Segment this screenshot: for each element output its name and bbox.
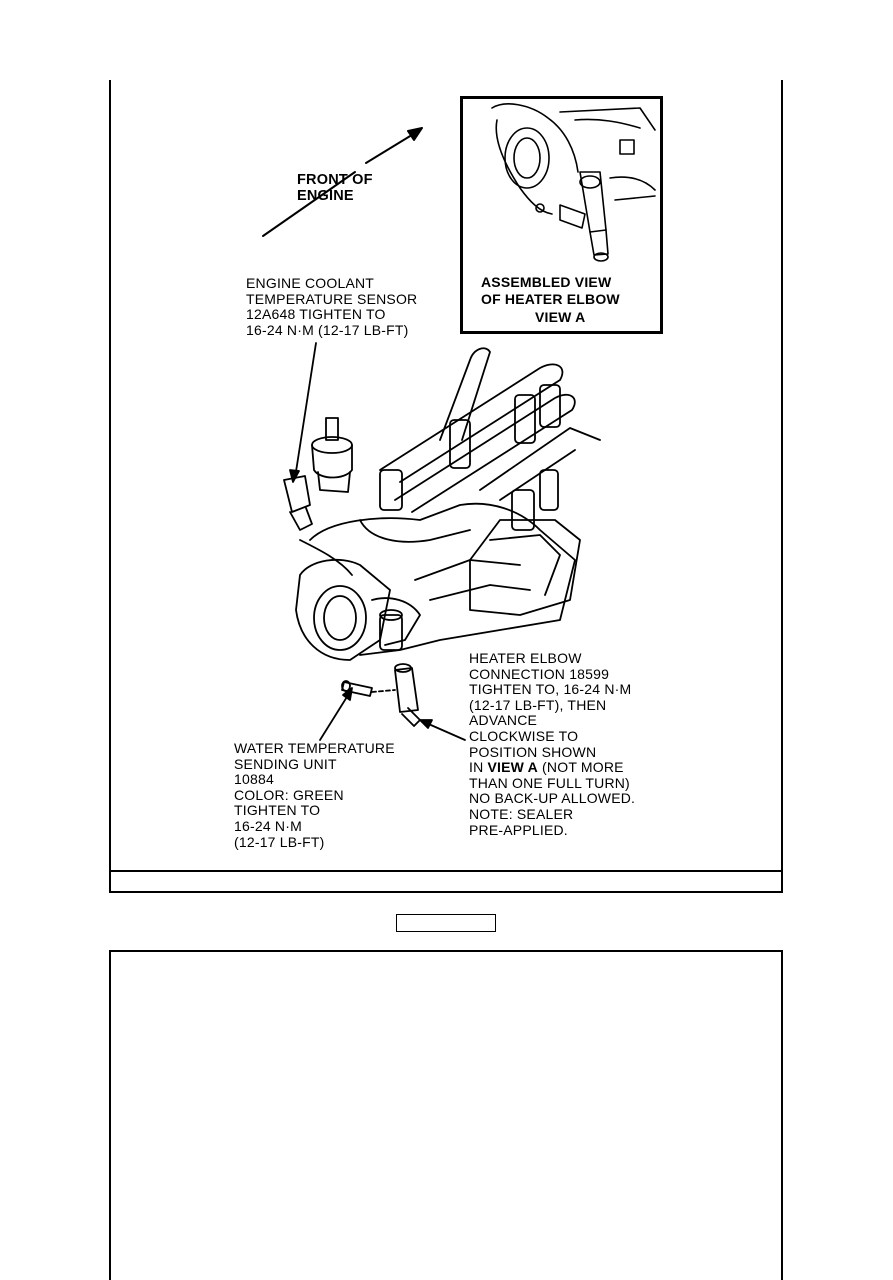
page-tab[interactable] xyxy=(396,914,496,932)
ect-sensor-callout: ENGINE COOLANT TEMPERATURE SENSOR 12A648… xyxy=(246,275,418,338)
water-temp-sender-callout: WATER TEMPERATURE SENDING UNIT 10884 COL… xyxy=(234,740,395,850)
inset-view-label: VIEW A xyxy=(535,309,586,325)
inset-caption: ASSEMBLED VIEW OF HEATER ELBOW xyxy=(481,274,620,307)
inset-elbow-drawing xyxy=(491,103,656,262)
next-figure-frame xyxy=(109,950,783,1280)
front-of-engine-label: FRONT OF ENGINE xyxy=(297,172,373,204)
leader-lines xyxy=(289,342,466,741)
heater-elbow-callout: HEATER ELBOW CONNECTION 18599 TIGHTEN TO… xyxy=(469,650,636,838)
caption-divider xyxy=(109,870,783,872)
inset-view-box xyxy=(460,96,663,334)
view-a-reference: VIEW A xyxy=(487,759,538,776)
front-arrowhead xyxy=(407,127,423,141)
front-arrow xyxy=(262,171,356,237)
manifold-drawing xyxy=(283,347,601,727)
diagram-frame xyxy=(109,80,783,893)
